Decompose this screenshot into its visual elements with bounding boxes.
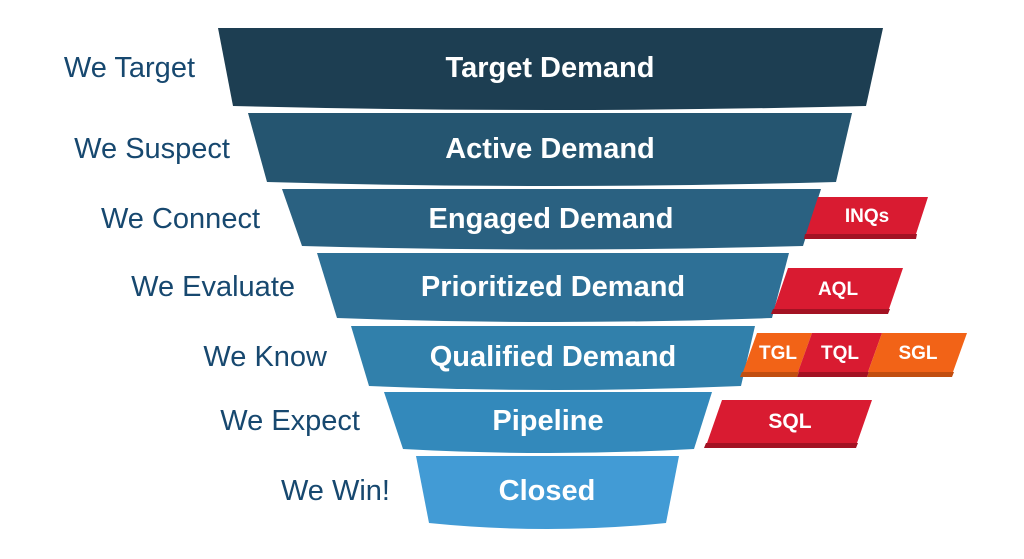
badge-aql-shadow: [771, 309, 890, 314]
badge-sgl: [868, 333, 967, 372]
badge-sql: [707, 400, 872, 443]
badge-label-tgl: TGL: [759, 343, 797, 364]
badge-inqs-shadow: [804, 234, 917, 239]
segment-label-engaged-demand: Engaged Demand: [429, 203, 674, 235]
funnel-segment-engaged-demand: [282, 189, 821, 250]
badge-label-aql: AQL: [818, 279, 859, 300]
badge-label-tql: TQL: [821, 343, 859, 364]
badge-tgl-shadow: [740, 372, 799, 377]
badge-label-sql: SQL: [768, 410, 811, 433]
segment-label-qualified-demand: Qualified Demand: [430, 341, 677, 373]
action-label-we-target: We Target: [64, 52, 195, 84]
segment-label-active-demand: Active Demand: [445, 133, 655, 165]
segment-label-prioritized-demand: Prioritized Demand: [421, 271, 685, 303]
action-label-we-evaluate: We Evaluate: [131, 271, 295, 303]
action-label-we-win: We Win!: [281, 475, 390, 507]
badge-tql-shadow: [797, 372, 869, 377]
funnel-segment-qualified-demand: [351, 326, 755, 390]
segment-label-pipeline: Pipeline: [492, 405, 603, 437]
funnel-segment-target-demand: [218, 28, 883, 110]
funnel-segment-pipeline: [384, 392, 712, 453]
badge-tql: [798, 333, 882, 372]
badge-label-inqs: INQs: [845, 206, 889, 227]
funnel-segment-active-demand: [248, 113, 852, 186]
badge-sgl-shadow: [867, 372, 954, 377]
funnel-segment-prioritized-demand: [317, 253, 789, 322]
badge-aql: [774, 268, 903, 309]
action-label-we-expect: We Expect: [220, 405, 360, 437]
segment-label-target-demand: Target Demand: [446, 52, 655, 84]
segment-label-closed: Closed: [499, 475, 596, 507]
badge-tgl: [743, 333, 812, 372]
badge-sql-shadow: [704, 443, 858, 448]
badge-label-sgl: SGL: [898, 343, 937, 364]
action-label-we-suspect: We Suspect: [74, 133, 230, 165]
badge-inqs: [806, 197, 928, 234]
action-label-we-know: We Know: [203, 341, 328, 373]
action-label-we-connect: We Connect: [101, 203, 260, 235]
funnel-segment-closed: [416, 456, 679, 529]
